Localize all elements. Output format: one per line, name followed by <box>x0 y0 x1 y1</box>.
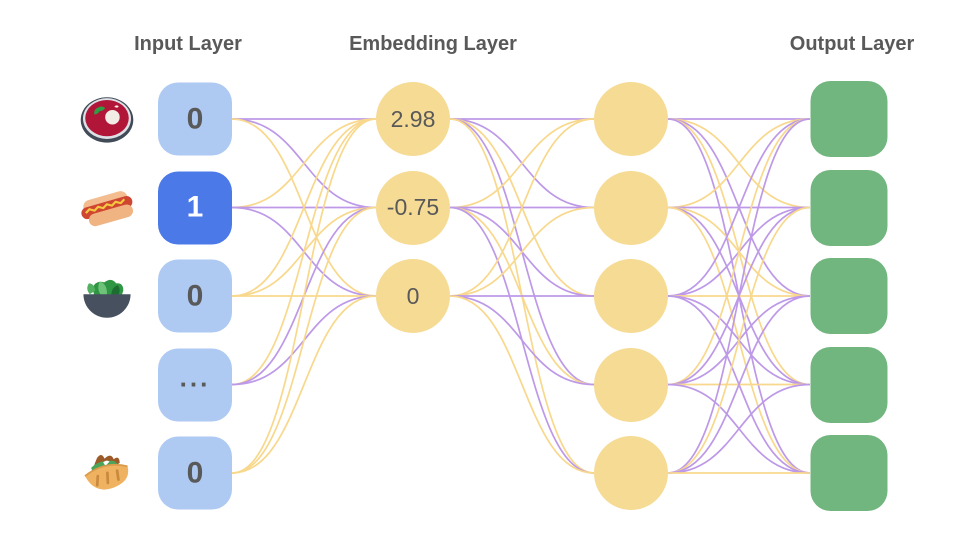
edge-purple <box>667 118 811 297</box>
input-node: 0 <box>158 259 232 333</box>
edge-yellow <box>667 118 811 386</box>
pita-icon <box>78 444 136 502</box>
edge-yellow <box>231 206 377 474</box>
input-node: 0 <box>158 82 232 156</box>
input-node-value: 0 <box>186 456 204 489</box>
edge-yellow <box>231 118 377 474</box>
input-node-active: 1 <box>158 171 232 244</box>
output-layer-title: Output Layer <box>789 33 915 55</box>
edge-yellow <box>449 206 595 297</box>
edge-purple <box>667 383 811 474</box>
borscht-icon <box>78 90 136 148</box>
hidden-node <box>594 347 668 422</box>
output-node <box>810 435 887 511</box>
input-node-value: 0 <box>186 102 204 135</box>
embedding-node: 0 <box>376 259 450 333</box>
hidden-node <box>594 259 668 333</box>
output-node <box>810 346 887 423</box>
edge-yellow <box>449 295 595 474</box>
edge-purple <box>667 118 811 474</box>
input-layer-title: Input Layer <box>134 33 242 55</box>
edge-yellow <box>449 118 595 297</box>
output-node <box>810 258 887 334</box>
input-node: 0 <box>158 436 232 510</box>
hidden-node <box>594 82 668 156</box>
hotdog-icon <box>78 179 136 237</box>
input-node-value: ... <box>179 362 211 392</box>
input-node-value: 1 <box>186 190 204 224</box>
embedding-node-value: -0.75 <box>386 194 440 220</box>
embedding-node: -0.75 <box>376 170 450 245</box>
hidden-node <box>594 436 668 510</box>
embedding-node: 2.98 <box>376 82 450 156</box>
edge-yellow <box>231 118 377 209</box>
input-node: ... <box>158 348 232 421</box>
edge-purple <box>667 295 811 474</box>
edge-yellow <box>667 206 811 474</box>
edge-purple <box>449 295 595 386</box>
edge-yellow <box>231 295 377 474</box>
embedding-layer-title: Embedding Layer <box>349 33 517 55</box>
salad-icon <box>78 267 136 325</box>
output-node <box>810 81 887 157</box>
output-node <box>810 169 887 246</box>
embedding-node-value: 0 <box>406 282 420 309</box>
edge-yellow <box>231 118 377 297</box>
input-node-value: 0 <box>186 279 204 312</box>
edge-yellow <box>449 118 595 209</box>
hidden-node <box>594 170 668 245</box>
embedding-node-value: 2.98 <box>390 105 436 132</box>
edge-yellow <box>231 118 377 386</box>
edge-yellow <box>667 118 811 209</box>
